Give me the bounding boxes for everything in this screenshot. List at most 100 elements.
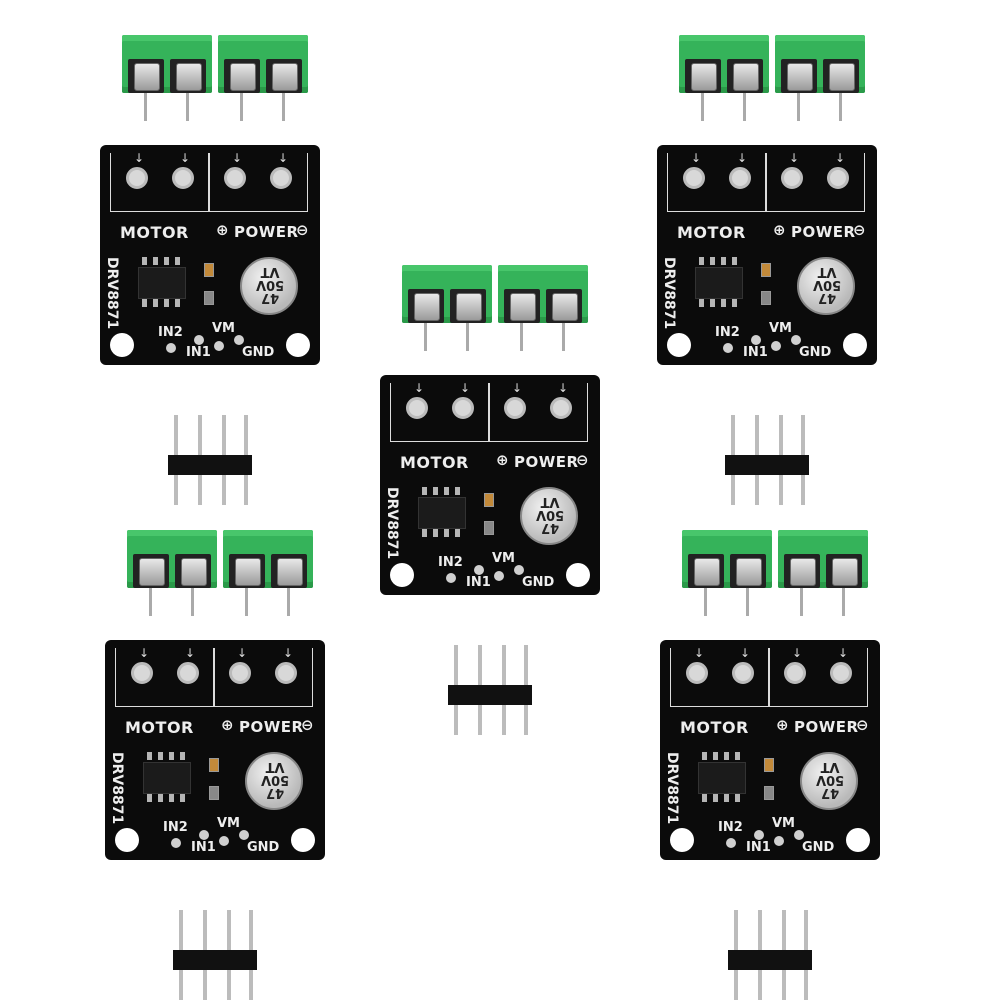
arrow-icon: ↓ <box>691 151 702 165</box>
minus-icon: ⊖ <box>576 451 590 469</box>
power-label: POWER <box>791 223 856 241</box>
arrow-icon: ↓ <box>139 646 150 660</box>
in1-label: IN1 <box>186 345 211 360</box>
power-label: POWER <box>234 223 299 241</box>
motor-driver-module: ↓ ↓ ↓ ↓ MOTOR ⊕ POWER ⊖ DRV8871 47 50V V… <box>660 530 880 1000</box>
arrow-icon: ↓ <box>694 646 705 660</box>
pcb-board: ↓ ↓ ↓ ↓ MOTOR ⊕ POWER ⊖ DRV8871 47 50V V… <box>105 640 325 860</box>
mounting-hole <box>390 563 414 587</box>
minus-icon: ⊖ <box>856 716 870 734</box>
terminal-hole <box>177 662 199 684</box>
smd-resistor <box>761 263 771 277</box>
pcb-board: ↓ ↓ ↓ ↓ MOTOR ⊕ POWER ⊖ DRV8871 47 50V V… <box>657 145 877 365</box>
smd-resistor <box>209 758 219 772</box>
plus-icon: ⊕ <box>773 221 787 239</box>
arrow-icon: ↓ <box>414 381 425 395</box>
smd-capacitor <box>764 786 774 800</box>
pin-pad <box>219 836 229 846</box>
pin-header <box>725 415 809 505</box>
pin-pad <box>774 836 784 846</box>
arrow-icon: ↓ <box>460 381 471 395</box>
plus-icon: ⊕ <box>216 221 230 239</box>
vm-label: VM <box>212 321 235 336</box>
arrow-icon: ↓ <box>237 646 248 660</box>
pin-pad <box>214 341 224 351</box>
terminal-hole <box>550 397 572 419</box>
in1-label: IN1 <box>746 840 771 855</box>
arrow-icon: ↓ <box>838 646 849 660</box>
in1-label: IN1 <box>466 575 491 590</box>
pin-pad <box>234 335 244 345</box>
chip-name-label: DRV8871 <box>109 752 125 825</box>
arrow-icon: ↓ <box>278 151 289 165</box>
motor-label: MOTOR <box>120 223 189 242</box>
vm-label: VM <box>492 551 515 566</box>
terminal-hole <box>406 397 428 419</box>
terminal-hole <box>270 167 292 189</box>
vm-label: VM <box>769 321 792 336</box>
gnd-label: GND <box>522 575 555 590</box>
driver-ic-chip <box>143 762 191 794</box>
power-label: POWER <box>794 718 859 736</box>
pcb-board: ↓ ↓ ↓ ↓ MOTOR ⊕ POWER ⊖ DRV8871 47 50V V… <box>660 640 880 860</box>
arrow-icon: ↓ <box>737 151 748 165</box>
terminal-hole <box>686 662 708 684</box>
pin-pad <box>494 571 504 581</box>
smd-resistor <box>204 263 214 277</box>
terminal-hole <box>827 167 849 189</box>
arrow-icon: ↓ <box>134 151 145 165</box>
arrow-icon: ↓ <box>512 381 523 395</box>
pin-header <box>168 415 252 505</box>
pin-pad <box>474 565 484 575</box>
arrow-icon: ↓ <box>185 646 196 660</box>
pin-pad <box>446 573 456 583</box>
gnd-label: GND <box>247 840 280 855</box>
capacitor-label: 47 50V VT <box>261 759 290 800</box>
pin-pad <box>723 343 733 353</box>
chip-name-label: DRV8871 <box>661 257 677 330</box>
terminal-hole <box>126 167 148 189</box>
electrolytic-capacitor <box>800 752 858 810</box>
motor-driver-module: ↓ ↓ ↓ ↓ MOTOR ⊕ POWER ⊖ DRV8871 47 50V V… <box>380 265 600 735</box>
arrow-icon: ↓ <box>180 151 191 165</box>
vm-label: VM <box>217 816 240 831</box>
pin-pad <box>199 830 209 840</box>
mounting-hole <box>566 563 590 587</box>
smd-capacitor <box>204 291 214 305</box>
screw-terminal-motor <box>682 530 772 616</box>
pcb-board: ↓ ↓ ↓ ↓ MOTOR ⊕ POWER ⊖ DRV8871 47 50V V… <box>380 375 600 595</box>
mounting-hole <box>843 333 867 357</box>
in1-label: IN1 <box>743 345 768 360</box>
motor-driver-module: ↓ ↓ ↓ ↓ MOTOR ⊕ POWER ⊖ DRV8871 47 50V V… <box>657 35 877 505</box>
pcb-board: ↓ ↓ ↓ ↓ MOTOR ⊕ POWER ⊖ DRV8871 47 50V V… <box>100 145 320 365</box>
pin-pad <box>171 838 181 848</box>
pin-pad <box>194 335 204 345</box>
screw-terminal-power <box>218 35 308 121</box>
mounting-hole <box>846 828 870 852</box>
screw-terminal-power <box>778 530 868 616</box>
mounting-hole <box>110 333 134 357</box>
pin-pad <box>794 830 804 840</box>
driver-ic-chip <box>138 267 186 299</box>
pin-pad <box>726 838 736 848</box>
terminal-hole <box>275 662 297 684</box>
capacitor-label: 47 50V VT <box>813 264 842 305</box>
mounting-hole <box>115 828 139 852</box>
vm-label: VM <box>772 816 795 831</box>
motor-driver-module: ↓ ↓ ↓ ↓ MOTOR ⊕ POWER ⊖ DRV8871 47 50V V… <box>100 35 320 505</box>
terminal-hole <box>683 167 705 189</box>
terminal-hole <box>830 662 852 684</box>
smd-capacitor <box>484 521 494 535</box>
mounting-hole <box>286 333 310 357</box>
terminal-hole <box>224 167 246 189</box>
terminal-hole <box>131 662 153 684</box>
terminal-hole <box>172 167 194 189</box>
electrolytic-capacitor <box>245 752 303 810</box>
plus-icon: ⊕ <box>496 451 510 469</box>
plus-icon: ⊕ <box>776 716 790 734</box>
chip-name-label: DRV8871 <box>664 752 680 825</box>
mounting-hole <box>670 828 694 852</box>
motor-label: MOTOR <box>680 718 749 737</box>
motor-driver-module: ↓ ↓ ↓ ↓ MOTOR ⊕ POWER ⊖ DRV8871 47 50V V… <box>105 530 325 1000</box>
pin-pad <box>771 341 781 351</box>
